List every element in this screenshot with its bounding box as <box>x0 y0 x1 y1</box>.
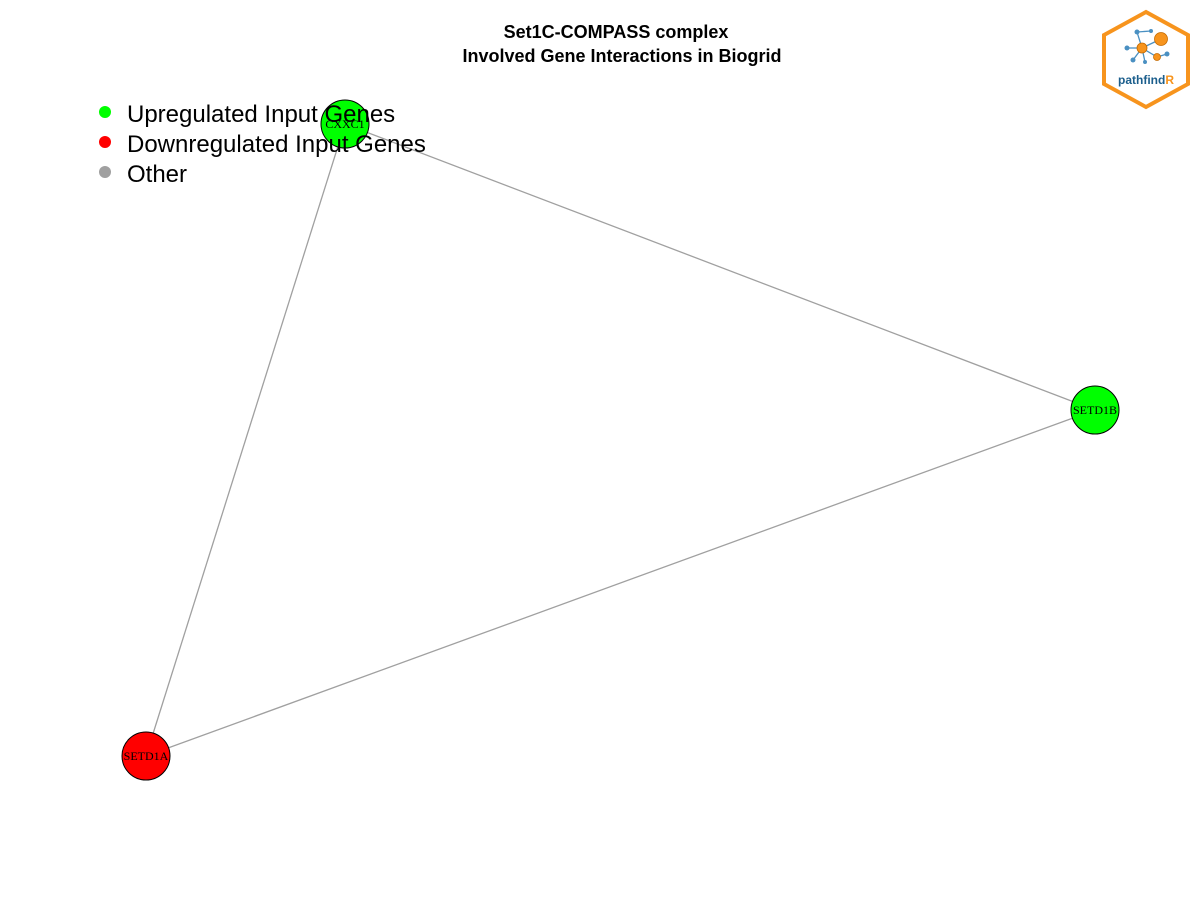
node-setd1a[interactable]: SETD1A <box>121 731 171 781</box>
legend-upregulated-label: Upregulated Input Genes <box>127 101 395 128</box>
legend-item-other: Other <box>99 161 187 188</box>
edge-cxxc1-setd1a <box>145 123 346 757</box>
node-setd1b[interactable]: SETD1B <box>1070 385 1120 435</box>
legend-other-dot <box>99 166 111 178</box>
node-setd1a-circle <box>121 731 171 781</box>
node-cxxc1[interactable]: CXXC1 <box>320 99 370 149</box>
node-setd1b-circle <box>1070 385 1120 435</box>
edge-cxxc1-setd1b <box>344 123 1096 411</box>
legend-other-label: Other <box>127 161 187 188</box>
legend-item-upregulated: Upregulated Input Genes <box>99 101 395 128</box>
edge-setd1a-setd1b <box>145 409 1096 757</box>
title-line-1: Set1C-COMPASS complex <box>504 22 729 42</box>
legend-downregulated-dot <box>99 136 111 148</box>
edges-layer <box>145 123 1096 757</box>
node-setd1b-label: SETD1B <box>1073 403 1117 417</box>
logo-wordmark: pathfindR <box>1118 73 1174 87</box>
legend-downregulated-label: Downregulated Input Genes <box>127 131 426 158</box>
title-line-2: Involved Gene Interactions in Biogrid <box>462 46 781 66</box>
legend: Upregulated Input Genes Downregulated In… <box>99 101 426 188</box>
node-cxxc1-label: CXXC1 <box>325 117 364 131</box>
logo-hexagon <box>1102 9 1190 110</box>
node-cxxc1-circle <box>320 99 370 149</box>
nodes-layer: CXXC1 SETD1B SETD1A <box>121 99 1120 781</box>
logo-network-icon <box>1124 29 1170 64</box>
legend-item-downregulated: Downregulated Input Genes <box>99 131 426 158</box>
legend-upregulated-dot <box>99 106 111 118</box>
pathfindr-logo: pathfindR <box>1102 9 1190 110</box>
node-setd1a-label: SETD1A <box>124 749 169 763</box>
figure-title: Set1C-COMPASS complex Involved Gene Inte… <box>462 22 781 66</box>
